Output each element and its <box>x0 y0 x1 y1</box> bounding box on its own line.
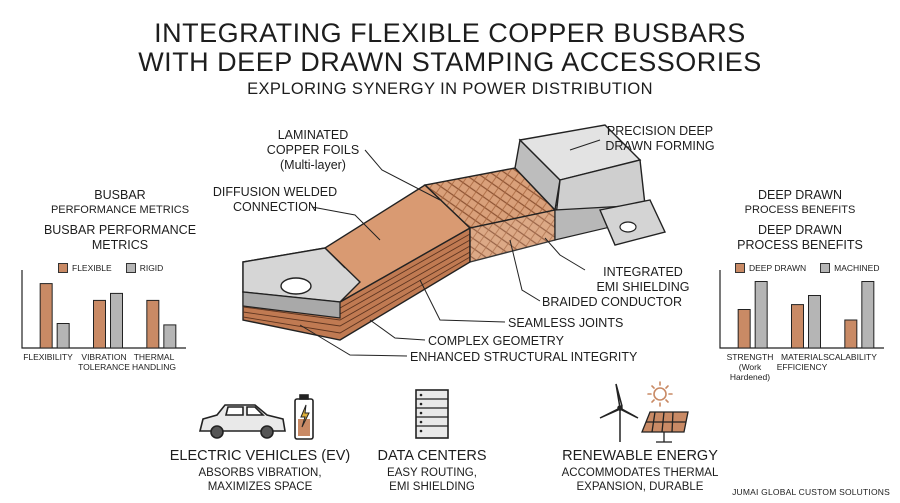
left-header-l2: METRICS <box>91 238 149 252</box>
left-cat-2-l1: VIBRATION <box>81 352 127 362</box>
left-bar-chart <box>21 270 186 349</box>
right-header-l2: PROCESS BENEFITS <box>737 238 863 252</box>
legend-swatch-machined <box>820 263 831 273</box>
right-panel-header-small: DEEP DRAWN PROCESS BENEFITS <box>710 188 890 218</box>
callout-complex: COMPLEX GEOMETRY <box>428 334 564 348</box>
bar-deep-drawn-1 <box>737 309 751 349</box>
sun-icon <box>647 381 673 407</box>
callout-integrated-l1: INTEGRATED <box>603 265 683 279</box>
re-desc-1: ACCOMMODATES THERMAL <box>561 467 719 479</box>
ev-icons <box>198 394 314 440</box>
callout-braided: BRAIDED CONDUCTOR <box>542 295 683 309</box>
subtitle: EXPLORING SYNERGY IN POWER DISTRIBUTION <box>247 80 653 98</box>
right-cat-2: MATERIAL EFFICIENCY <box>774 352 830 372</box>
legend-machined: MACHINED <box>834 263 880 273</box>
right-cat-2-l1: MATERIAL <box>781 352 823 362</box>
deep-drawn-housing <box>514 124 666 246</box>
callout-integrated: INTEGRATED EMI SHIELDING <box>588 265 698 295</box>
bar-rigid-3 <box>163 324 177 349</box>
bar-rigid-2 <box>110 292 123 349</box>
leader-lines <box>299 139 601 357</box>
title-line-2: WITH DEEP DRAWN STAMPING ACCESSORIES <box>138 47 762 77</box>
legend-flexible: FLEXIBLE <box>72 263 112 273</box>
legend-swatch-rigid <box>125 263 136 273</box>
car-icon <box>198 404 286 439</box>
bar-deep-drawn-3 <box>844 319 858 349</box>
callout-precision: PRECISION DEEP DRAWN FORMING <box>600 124 720 154</box>
laminated-busbar <box>242 184 472 341</box>
callout-precision-l1: PRECISION DEEP <box>606 124 714 138</box>
bar-machined-3 <box>861 281 875 349</box>
title-line-1: INTEGRATING FLEXIBLE COPPER BUSBARS <box>154 18 746 48</box>
callout-diffusion-l2: CONNECTION <box>232 200 318 214</box>
re-desc-2: EXPANSION, DURABLE <box>576 481 704 493</box>
callout-diffusion-l1: DIFFUSION WELDED <box>212 185 338 199</box>
bar-flexible-3 <box>146 299 160 349</box>
right-legend: DEEP DRAWN MACHINED <box>735 263 880 273</box>
dc-title: DATA CENTERS <box>377 448 487 464</box>
chart-axis <box>719 270 884 349</box>
right-cat-1: STRENGTH (Work Hardened) <box>722 352 778 382</box>
left-header-small-l1: BUSBAR <box>94 188 146 202</box>
left-cat-2: VIBRATION TOLERANCE <box>78 352 130 372</box>
right-bar-chart <box>719 270 884 349</box>
legend-swatch-flexible <box>58 263 68 273</box>
dc-desc-1: EASY ROUTING, <box>387 467 477 479</box>
left-legend: FLEXIBLE RIGID <box>58 263 163 273</box>
left-cat-3-l1: THERMAL <box>133 352 175 362</box>
callout-laminated-l2: COPPER FOILS <box>266 143 360 157</box>
left-header-small-l2: PERFORMANCE METRICS <box>50 204 190 216</box>
re-title: RENEWABLE ENERGY <box>562 448 718 464</box>
callout-seamless: SEAMLESS JOINTS <box>508 316 624 330</box>
right-cat-1-l1: STRENGTH <box>726 352 774 362</box>
ev-title: ELECTRIC VEHICLES (EV) <box>169 448 351 464</box>
left-cat-2-l2: TOLERANCE <box>78 362 130 372</box>
footer-brand: JUMAI GLOBAL CUSTOM SOLUTIONS <box>732 487 890 497</box>
wind-turbine-icon <box>599 383 639 442</box>
bar-flexible-2 <box>93 299 106 349</box>
callout-diffusion: DIFFUSION WELDED CONNECTION <box>200 185 350 215</box>
right-header-l1: DEEP DRAWN <box>757 223 843 237</box>
ev-desc-1: ABSORBS VIBRATION, <box>198 467 322 479</box>
server-rack-icon <box>415 389 449 439</box>
callout-integrated-l2: EMI SHIELDING <box>596 280 690 294</box>
battery-icon <box>294 394 314 440</box>
callout-laminated-l3: (Multi-layer) <box>280 158 346 172</box>
renewable-icons <box>599 381 689 443</box>
chart-axis <box>21 270 186 349</box>
left-cat-1: FLEXIBILITY <box>23 352 73 362</box>
left-panel-header-small: BUSBAR PERFORMANCE METRICS <box>30 188 210 218</box>
callout-precision-l2: DRAWN FORMING <box>605 139 715 153</box>
callout-enhanced: ENHANCED STRUCTURAL INTEGRITY <box>410 350 638 364</box>
left-header-l1: BUSBAR PERFORMANCE <box>43 223 197 237</box>
left-panel-header: BUSBAR PERFORMANCE METRICS <box>20 223 220 253</box>
dc-desc-2: EMI SHIELDING <box>389 481 475 493</box>
bar-deep-drawn-2 <box>791 304 804 349</box>
right-panel-header: DEEP DRAWN PROCESS BENEFITS <box>700 223 900 253</box>
solar-panel-icon <box>641 411 689 443</box>
right-cat-1-l2: (Work <box>738 362 762 372</box>
right-cat-1-l3: Hardened) <box>729 372 771 382</box>
legend-rigid: RIGID <box>139 263 164 273</box>
bar-machined-2 <box>808 295 821 349</box>
ev-desc-2: MAXIMIZES SPACE <box>207 481 313 493</box>
legend-deep-drawn: DEEP DRAWN <box>749 263 807 273</box>
right-header-small-l1: DEEP DRAWN <box>757 188 843 202</box>
bar-machined-1 <box>754 281 768 349</box>
bar-flexible-1 <box>39 283 53 349</box>
left-cat-3: THERMAL HANDLING <box>128 352 180 372</box>
right-cat-3: SCALABILITY <box>823 352 877 362</box>
left-cat-3-l2: HANDLING <box>132 362 176 372</box>
legend-swatch-deep-drawn <box>735 263 745 273</box>
callout-laminated: LAMINATED COPPER FOILS (Multi-layer) <box>258 128 368 173</box>
bar-rigid-1 <box>56 323 70 349</box>
callout-laminated-l1: LAMINATED <box>277 128 349 142</box>
right-cat-2-l2: EFFICIENCY <box>776 362 828 372</box>
right-header-small-l2: PROCESS BENEFITS <box>744 204 856 216</box>
